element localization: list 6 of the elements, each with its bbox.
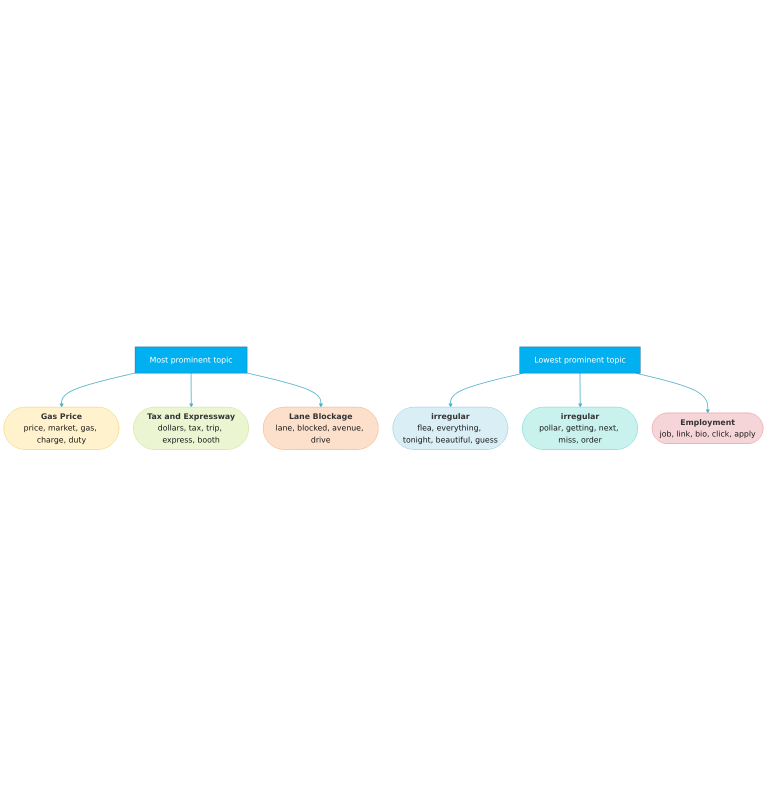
arrow (635, 373, 710, 414)
arrow (448, 373, 524, 408)
arrow (578, 373, 582, 408)
arrow (246, 372, 324, 408)
arrow (60, 372, 136, 408)
arrow (189, 373, 194, 408)
